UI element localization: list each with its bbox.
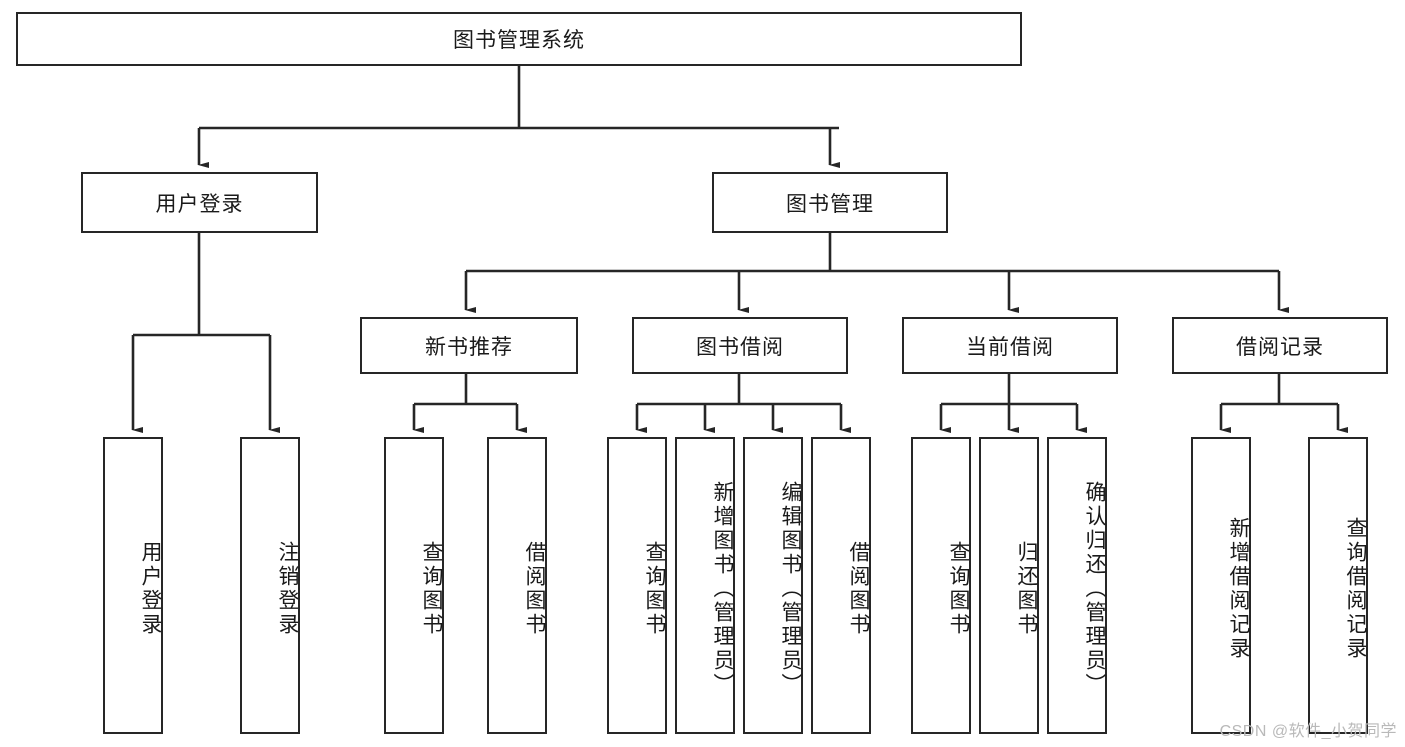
node-leaf-edit-book-admin[interactable]: 编辑图书（管理员） [743, 437, 803, 734]
node-label: 图书管理系统 [453, 29, 585, 52]
node-leaf-query-book-new[interactable]: 查询图书 [384, 437, 444, 734]
node-leaf-query-book-current[interactable]: 查询图书 [911, 437, 971, 734]
node-leaf-borrow-book[interactable]: 借阅图书 [811, 437, 871, 734]
node-label: 确认归还（管理员） [1083, 480, 1106, 697]
node-label: 新增借阅记录 [1227, 516, 1250, 661]
node-label: 借阅图书 [523, 540, 546, 637]
node-user-login[interactable]: 用户登录 [81, 172, 318, 233]
node-label: 编辑图书（管理员） [779, 480, 802, 697]
node-label: 图书管理 [786, 192, 874, 216]
node-label: 查询图书 [643, 540, 666, 637]
node-label: 查询图书 [947, 540, 970, 637]
node-label: 新书推荐 [425, 335, 513, 359]
node-book-management[interactable]: 图书管理 [712, 172, 948, 233]
node-borrow-records[interactable]: 借阅记录 [1172, 317, 1388, 374]
node-label: 用户登录 [139, 540, 162, 637]
node-label: 查询图书 [420, 540, 443, 637]
node-new-book-recommend[interactable]: 新书推荐 [360, 317, 578, 374]
node-leaf-confirm-return-admin[interactable]: 确认归还（管理员） [1047, 437, 1107, 734]
node-leaf-add-borrow-record[interactable]: 新增借阅记录 [1191, 437, 1251, 734]
node-label: 当前借阅 [966, 335, 1054, 359]
node-leaf-add-book-admin[interactable]: 新增图书（管理员） [675, 437, 735, 734]
node-label: 借阅记录 [1236, 335, 1324, 359]
node-leaf-borrow-book-new[interactable]: 借阅图书 [487, 437, 547, 734]
node-root-book-management-system[interactable]: 图书管理系统 [16, 12, 1022, 66]
node-label: 注销登录 [276, 540, 299, 637]
node-label: 借阅图书 [847, 540, 870, 637]
node-label: 用户登录 [155, 192, 244, 216]
node-leaf-return-book[interactable]: 归还图书 [979, 437, 1039, 734]
node-label: 图书借阅 [696, 335, 784, 359]
node-label: 查询借阅记录 [1344, 516, 1367, 661]
node-leaf-query-book-borrow[interactable]: 查询图书 [607, 437, 667, 734]
node-leaf-query-borrow-record[interactable]: 查询借阅记录 [1308, 437, 1368, 734]
csdn-watermark: CSDN @软件_小贺同学 [1219, 723, 1397, 740]
node-leaf-user-login[interactable]: 用户登录 [103, 437, 163, 734]
node-label: 新增图书（管理员） [711, 480, 734, 697]
node-book-borrow[interactable]: 图书借阅 [632, 317, 848, 374]
node-current-borrow[interactable]: 当前借阅 [902, 317, 1118, 374]
node-label: 归还图书 [1015, 540, 1038, 637]
node-leaf-logout[interactable]: 注销登录 [240, 437, 300, 734]
